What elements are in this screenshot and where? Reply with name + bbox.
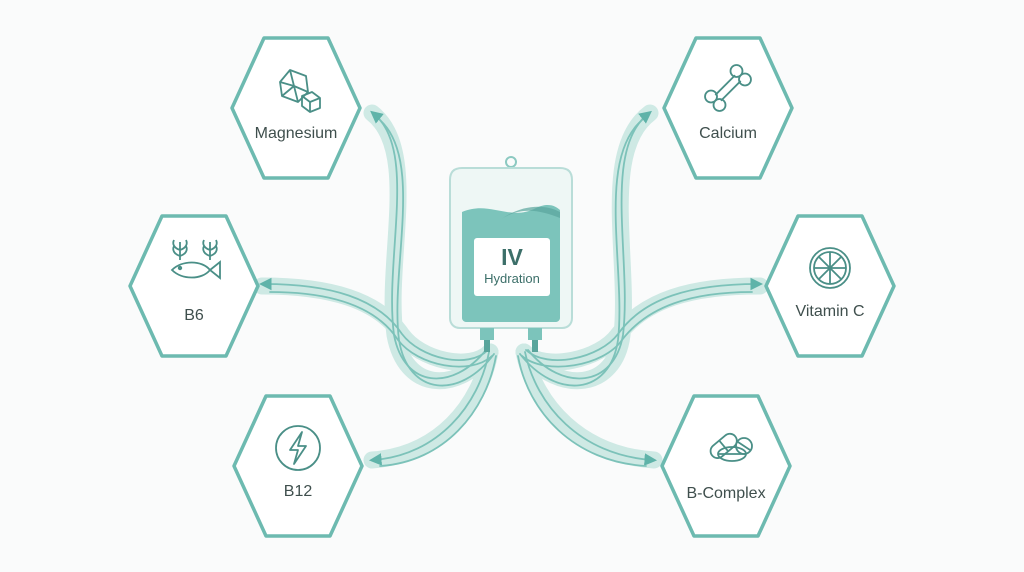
node-b6: B6 <box>128 214 260 358</box>
node-label: Calcium <box>699 125 757 142</box>
flow-b12-2 <box>379 355 497 467</box>
node-b12: B12 <box>232 394 364 538</box>
node-label: Magnesium <box>255 125 338 142</box>
hexagon <box>662 36 794 180</box>
hexagon <box>128 214 260 358</box>
bag-label-card <box>474 238 550 296</box>
fish-grain-icon <box>170 239 221 280</box>
bag-subtitle: Hydration <box>484 271 540 286</box>
lightning-bolt-icon <box>275 425 321 471</box>
mineral-crystal-icon <box>279 69 321 113</box>
node-calcium: Calcium <box>662 36 794 180</box>
bone-icon <box>704 64 752 112</box>
tube-flow-lines <box>258 110 764 467</box>
node-label: B6 <box>184 307 204 324</box>
citrus-slice-icon <box>809 247 851 289</box>
flow-vitaminc <box>525 277 764 361</box>
flow-calcium-2 <box>519 119 643 387</box>
flow-bcomplex <box>524 351 658 466</box>
flow-b12 <box>368 351 490 466</box>
node-magnesium: Magnesium <box>230 36 362 180</box>
flow-b6-2 <box>269 291 493 368</box>
bag-title: IV <box>501 244 523 270</box>
node-label: B-Complex <box>686 485 765 502</box>
node-label: B12 <box>284 483 313 500</box>
node-b-complex: B-Complex <box>660 394 792 538</box>
flow-magnesium-2 <box>379 119 495 387</box>
node-vitamin-c: Vitamin C <box>764 214 896 358</box>
hexagon <box>232 394 364 538</box>
flow-magnesium <box>370 110 487 380</box>
hexagon <box>764 214 896 358</box>
hexagon <box>230 36 362 180</box>
flow-vitaminc-2 <box>521 291 753 368</box>
flow-b6 <box>258 277 489 361</box>
iv-bag: IV Hydration <box>449 156 573 352</box>
flow-bcomplex-2 <box>517 355 647 467</box>
node-label: Vitamin C <box>795 303 864 320</box>
capsule-pills-icon <box>709 432 753 462</box>
hexagon <box>660 394 792 538</box>
